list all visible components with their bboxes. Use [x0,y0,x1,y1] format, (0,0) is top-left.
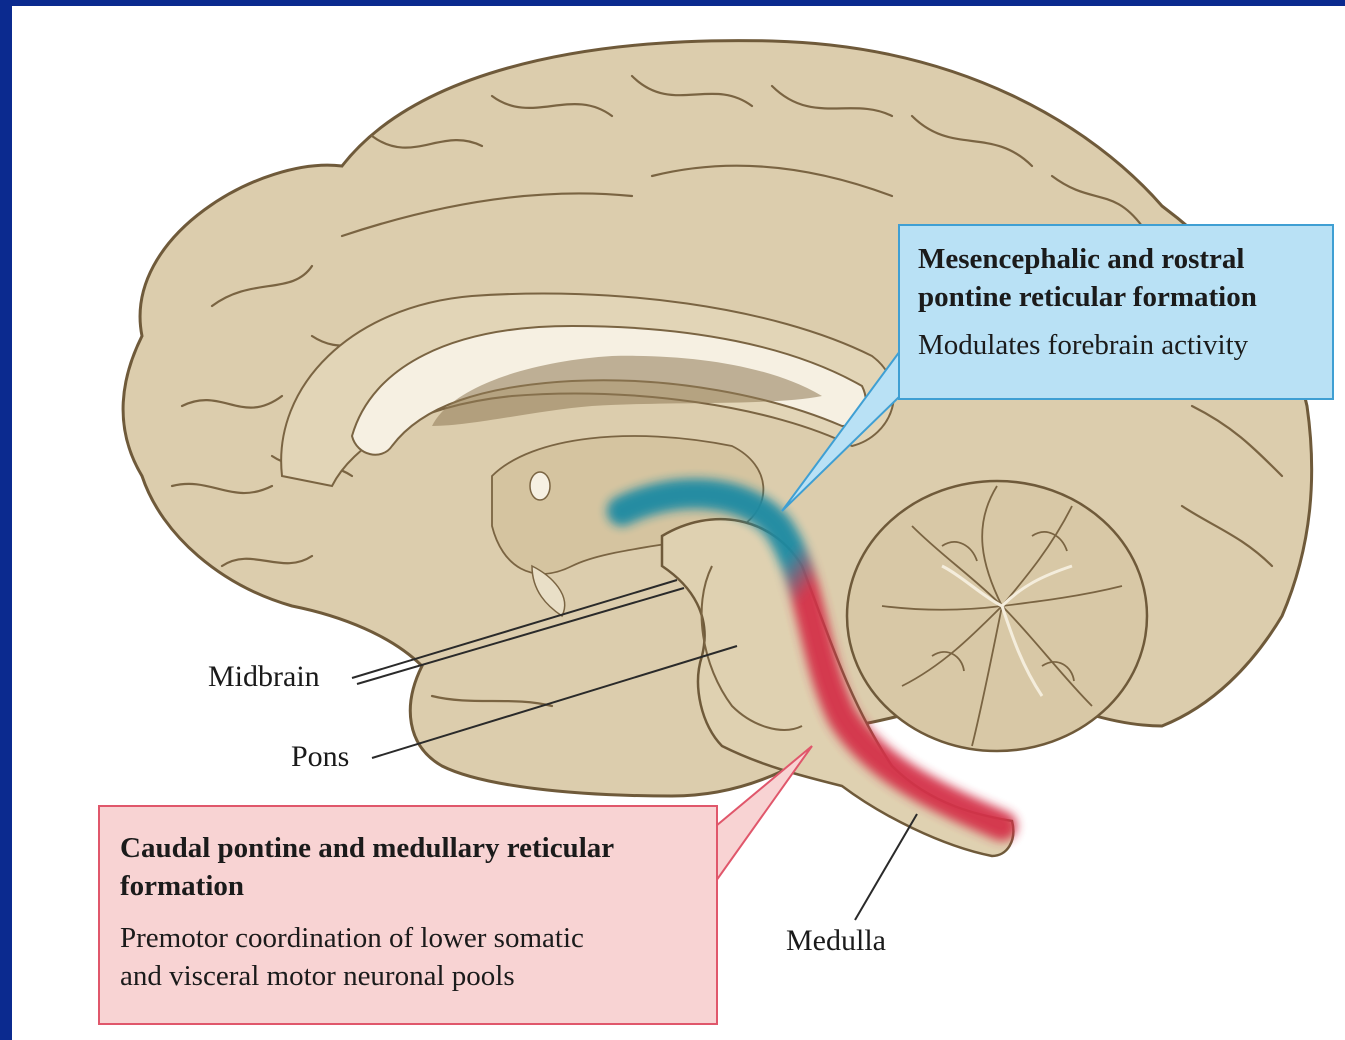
caudal-callout-title-line1: Caudal pontine and medullary reticular [120,829,702,867]
figure-frame: Midbrain Pons Medulla Mesencephalic and … [12,6,1345,1040]
label-pons: Pons [291,740,349,774]
anterior-commissure [530,472,550,500]
label-midbrain: Midbrain [208,660,320,694]
cerebellum [847,481,1147,751]
rostral-reticular-callout: Mesencephalic and rostral pontine reticu… [898,224,1334,400]
caudal-callout-title-line2: formation [120,867,702,905]
rostral-callout-title-line2: pontine reticular formation [918,278,1320,316]
rostral-callout-title-line1: Mesencephalic and rostral [918,240,1320,278]
rostral-callout-body: Modulates forebrain activity [918,326,1320,364]
caudal-callout-body: Premotor coordination of lower somatic a… [120,919,702,995]
label-medulla: Medulla [786,924,886,958]
caudal-reticular-callout: Caudal pontine and medullary reticular f… [98,805,718,1025]
caudal-callout-body-line1: Premotor coordination of lower somatic [120,919,702,957]
caudal-callout-body-line2: and visceral motor neuronal pools [120,957,702,995]
